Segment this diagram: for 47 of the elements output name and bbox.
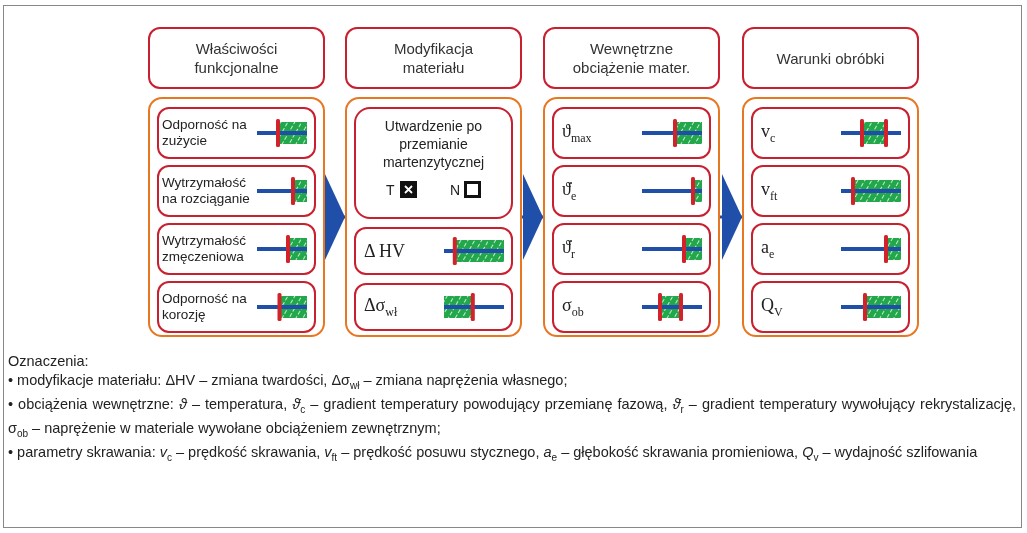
parameter-box <box>552 107 711 159</box>
parameter-label: Wytrzymałość na rozciąganie <box>161 175 251 207</box>
parameter-box <box>751 223 910 275</box>
group-panel <box>543 97 720 337</box>
parameter-label: ϑ̇$_{e}$ <box>561 178 577 204</box>
parameter-box <box>157 223 316 275</box>
chevron-arrow <box>522 174 543 260</box>
option-box <box>354 107 513 219</box>
group-panel <box>742 97 919 337</box>
header-box: Warunki obróbki <box>742 27 919 89</box>
parameter-label: σ$_{ob}$ <box>561 294 584 320</box>
legend-note: • parametry skrawania: v$_{c}$ – prędkość skrawania, v$_{ft}$ – prędkość posuwu stycznego, a$_{e}$ – głębokość skrawania promieniowa, Q$_{v}$ – wydajność szlifowania <box>8 442 979 465</box>
parameter-label: ϑ$_{max}$ <box>561 120 592 146</box>
parameter-label: Odporność na zużycie <box>161 117 248 149</box>
parameter-label: Δσ$_{wł}$ <box>363 294 398 320</box>
chevron-arrow <box>720 174 742 260</box>
parameter-label: ϑ̇$_{r}$ <box>561 236 575 262</box>
header-box: Modyfikacja materiału <box>345 27 522 89</box>
parameter-box <box>552 165 711 217</box>
option-label: N <box>450 181 461 199</box>
parameter-label: Wytrzymałość zmęczeniowa <box>161 233 247 265</box>
parameter-label: Δ HV <box>363 240 406 262</box>
parameter-box <box>552 281 711 333</box>
header-box: Właściwości funkcjonalne <box>148 27 325 89</box>
option-label: T <box>386 181 395 199</box>
group-panel <box>148 97 325 337</box>
group-panel <box>345 97 522 337</box>
parameter-box <box>751 281 910 333</box>
parameter-box <box>157 165 316 217</box>
header-box: Wewnętrzne obciążenie mater. <box>543 27 720 89</box>
legend-note: • obciążenia wewnętrzne: ϑ – temperatura, ϑ̇$_{c}$ – gradient temperatury powodujący przemianę fazową, ϑ̇$_{r}$ – gradient temperatury wywołujący rekrystalizację, σ$_{ob}$ – naprężenie w materiale wywołane obciążeniem zewnętrznym; <box>8 394 1016 441</box>
parameter-box <box>354 227 513 275</box>
legend-note: • modyfikacje materiału: ΔHV – zmiana twardości, Δσ$_{wł}$ – zmiana naprężenia własnego; <box>8 371 569 393</box>
parameter-box <box>751 107 910 159</box>
parameter-label: v$_{ft}$ <box>760 178 778 204</box>
parameter-box <box>157 107 316 159</box>
parameter-label: a$_{e}$ <box>760 236 775 262</box>
parameter-box <box>354 283 513 331</box>
parameter-label: Q$_{V}$ <box>760 294 783 320</box>
chevron-arrow <box>325 174 345 260</box>
parameter-box <box>157 281 316 333</box>
box-text: Utwardzenie po przemianie martenzytycznej <box>381 117 486 171</box>
parameter-label: v$_{c}$ <box>760 120 776 146</box>
parameter-box <box>751 165 910 217</box>
parameter-label: Odporność na korozję <box>161 291 248 323</box>
parameter-box <box>552 223 711 275</box>
legend-heading: Oznaczenia: <box>8 352 90 371</box>
